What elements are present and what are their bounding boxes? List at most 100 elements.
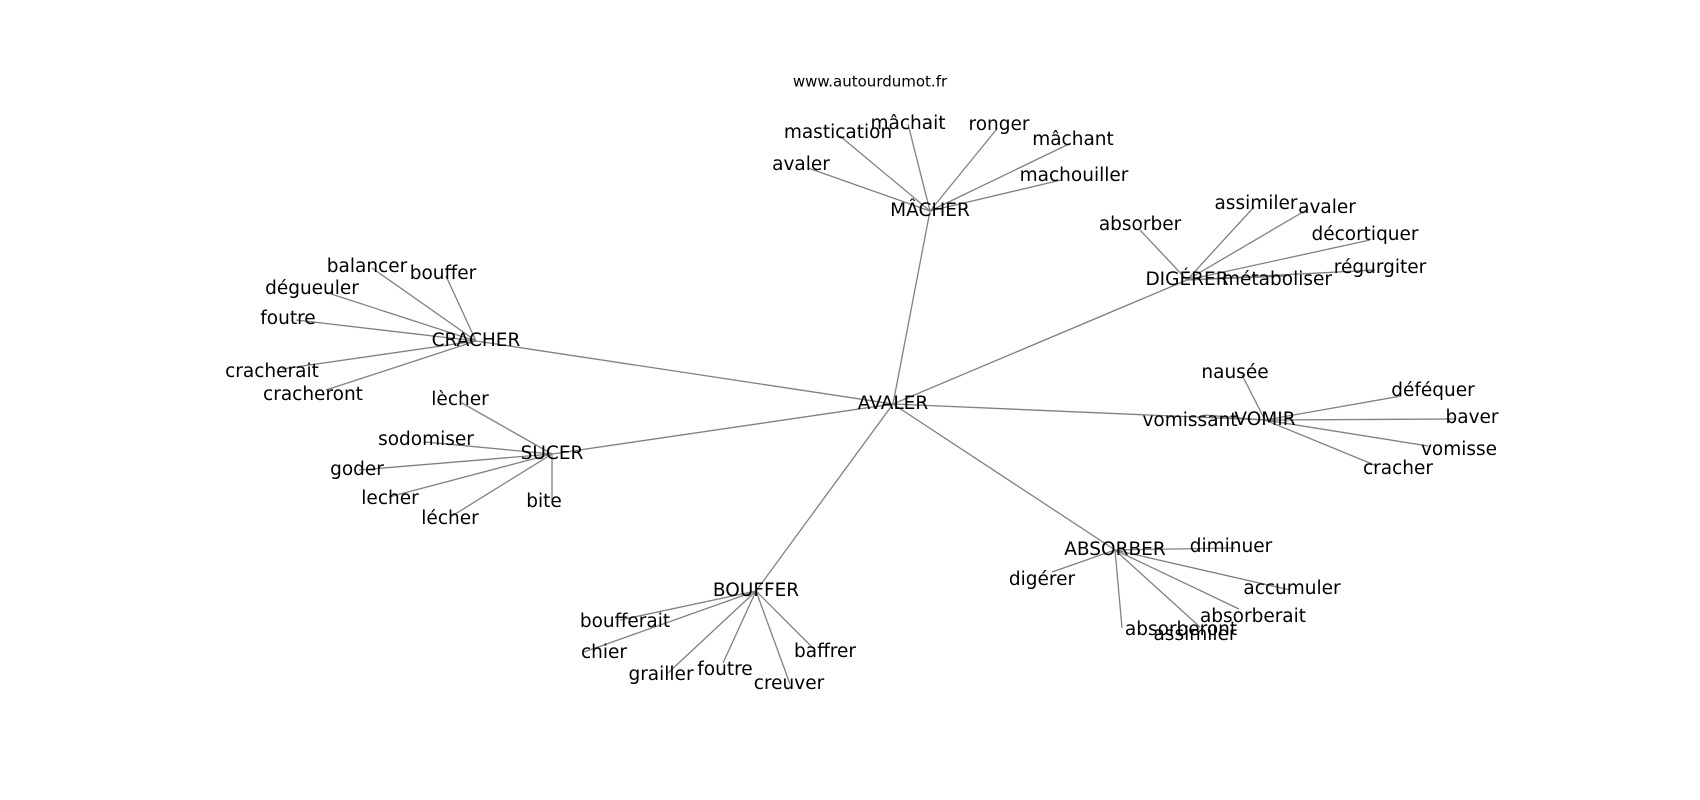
leaf-node: grailler bbox=[628, 664, 693, 685]
leaf-node: bite bbox=[526, 491, 562, 512]
leaf-edge bbox=[667, 590, 757, 674]
hub-node: ABSORBER bbox=[1064, 539, 1166, 560]
leaf-edge bbox=[1051, 549, 1116, 573]
hub-edge bbox=[475, 340, 894, 405]
leaf-node: dégueuler bbox=[265, 278, 359, 299]
hub-node: VOMIR bbox=[1234, 409, 1295, 430]
hub-node: DIGÉRER bbox=[1145, 268, 1228, 290]
leaf-edge bbox=[907, 123, 931, 212]
hub-node: CRACHER bbox=[432, 330, 521, 351]
leaf-node: chier bbox=[581, 642, 627, 663]
leaf-node: cracheront bbox=[263, 384, 363, 405]
leaf-edge bbox=[755, 590, 791, 685]
leaf-node: mâchait bbox=[871, 113, 946, 134]
leaf-edge bbox=[295, 319, 477, 342]
leaf-node: balancer bbox=[327, 256, 408, 277]
leaf-node: vomisse bbox=[1421, 439, 1497, 460]
leaf-node: foutre bbox=[697, 659, 752, 680]
leaf-node: baffrer bbox=[794, 641, 856, 662]
leaf-edge bbox=[583, 590, 757, 653]
leaf-node: boufferait bbox=[580, 611, 670, 632]
leaf-edge bbox=[807, 167, 931, 212]
leaf-node: digérer bbox=[1009, 569, 1076, 590]
leaf-node: métaboliser bbox=[1222, 269, 1332, 290]
leaf-node: assimiler bbox=[1214, 193, 1297, 214]
leaf-edge bbox=[755, 590, 816, 651]
leaf-node: baver bbox=[1445, 407, 1498, 428]
leaf-node: diminuer bbox=[1190, 536, 1273, 557]
hub-node: MÂCHER bbox=[890, 199, 970, 221]
leaf-edge bbox=[324, 291, 477, 342]
leaf-node: décortiquer bbox=[1311, 224, 1418, 245]
leaf-edge bbox=[281, 340, 477, 370]
leaf-edge bbox=[1114, 549, 1123, 629]
leaf-edge bbox=[839, 135, 931, 212]
leaf-node: goder bbox=[330, 459, 384, 480]
leaf-node: déféquer bbox=[1391, 380, 1475, 401]
leaf-edge bbox=[722, 590, 757, 664]
hub-edge bbox=[892, 279, 1188, 405]
leaf-node: lécher bbox=[421, 508, 479, 529]
leaf-node: accumuler bbox=[1243, 578, 1341, 599]
leaf-node: creuver bbox=[754, 673, 825, 694]
leaf-node: cracherait bbox=[225, 361, 319, 382]
leaf-node: foutre bbox=[260, 308, 315, 329]
hub-node: SUCER bbox=[521, 443, 584, 464]
hub-edge bbox=[755, 403, 894, 592]
hub-edge bbox=[551, 403, 894, 455]
leaf-node: vomissant bbox=[1142, 410, 1237, 431]
leaf-node: avaler bbox=[772, 154, 830, 175]
leaf-edge bbox=[1186, 239, 1371, 281]
leaf-edge bbox=[929, 129, 997, 212]
leaf-node: ronger bbox=[969, 114, 1030, 135]
leaf-node: mâchant bbox=[1032, 129, 1114, 150]
leaf-edge bbox=[1264, 395, 1402, 421]
leaf-node: sodomiser bbox=[378, 429, 474, 450]
leaf-edge bbox=[1114, 547, 1236, 551]
leaf-edge bbox=[1114, 549, 1201, 628]
center-node: AVALER bbox=[858, 393, 929, 414]
leaf-edge bbox=[1139, 229, 1188, 281]
leaf-edge bbox=[371, 267, 477, 342]
hub-edge bbox=[892, 403, 1116, 551]
leaf-edge bbox=[1186, 275, 1287, 281]
leaf-node: mastication bbox=[784, 122, 892, 143]
leaf-edge bbox=[1186, 206, 1255, 281]
leaf-edge bbox=[1203, 414, 1266, 421]
leaf-edge bbox=[929, 179, 1062, 212]
leaf-edge bbox=[1264, 419, 1378, 467]
leaf-edge bbox=[358, 453, 553, 471]
leaf-edge bbox=[461, 402, 553, 455]
leaf-node: nausée bbox=[1201, 362, 1268, 383]
leaf-node: machouiller bbox=[1020, 165, 1129, 186]
leaf-edge bbox=[929, 142, 1072, 212]
leaf-edge bbox=[325, 340, 477, 391]
leaf-edge bbox=[1264, 418, 1456, 421]
leaf-node: bouffer bbox=[410, 263, 477, 284]
leaf-edge bbox=[1114, 549, 1291, 591]
leaf-node: avaler bbox=[1298, 197, 1356, 218]
leaf-node: assimiler bbox=[1153, 624, 1236, 645]
leaf-node: absorberont bbox=[1125, 619, 1237, 640]
leaf-edge bbox=[424, 441, 553, 455]
hub-edge bbox=[892, 210, 931, 405]
leaf-edge bbox=[619, 590, 757, 621]
graph-labels: www.autourdumot.fr AVALERMÂCHERavalermas… bbox=[225, 73, 1499, 695]
leaf-edge bbox=[1264, 419, 1429, 447]
leaf-node: absorberait bbox=[1200, 606, 1306, 627]
leaf-node: absorber bbox=[1099, 214, 1182, 235]
leaf-node: lecher bbox=[361, 488, 419, 509]
leaf-node: régurgiter bbox=[1334, 257, 1427, 278]
leaf-edge bbox=[1241, 374, 1266, 421]
hub-node: BOUFFER bbox=[713, 580, 799, 601]
leaf-edge bbox=[445, 275, 477, 342]
leaf-edge bbox=[1114, 549, 1240, 610]
graph-edges bbox=[281, 123, 1456, 685]
leaf-node: lècher bbox=[431, 389, 489, 410]
leaf-edge bbox=[1186, 208, 1309, 281]
leaf-edge bbox=[388, 453, 553, 498]
hub-edge bbox=[892, 403, 1266, 421]
leaf-node: cracher bbox=[1363, 458, 1433, 479]
leaf-edge bbox=[451, 453, 553, 517]
